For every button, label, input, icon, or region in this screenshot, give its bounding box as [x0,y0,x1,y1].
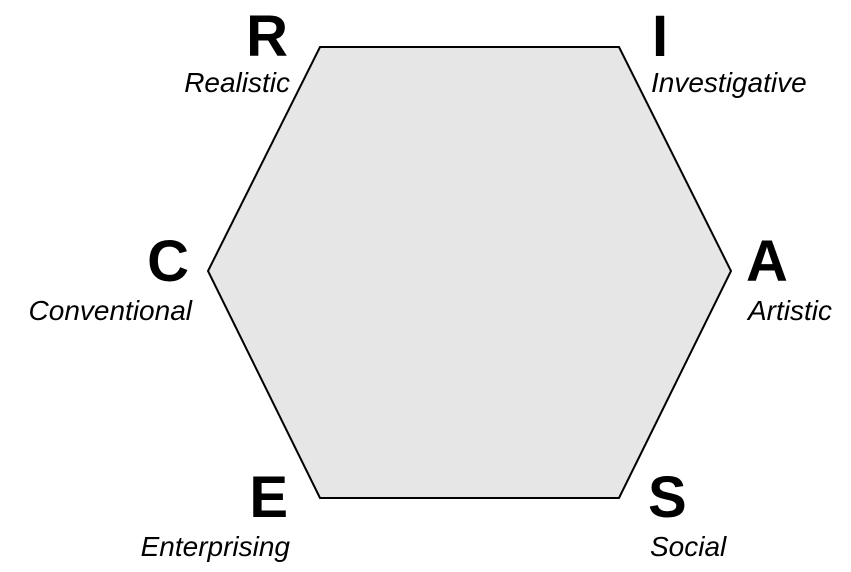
letter-c: C [147,229,189,294]
hexagon-shape [206,46,733,499]
node-investigative: I Investigative [651,8,841,103]
letter-e: E [249,465,288,530]
node-artistic: A Artistic [746,233,846,328]
label-artistic: Artistic [748,295,832,326]
letter-a: A [746,229,788,294]
letter-r: R [246,4,288,69]
node-social: S Social [648,469,768,564]
label-enterprising: Enterprising [140,531,290,562]
letter-s: S [648,465,687,530]
label-conventional: Conventional [28,295,192,326]
letter-i: I [652,4,669,69]
node-conventional: C Conventional [4,233,192,328]
label-investigative: Investigative [651,67,807,98]
label-realistic: Realistic [184,67,290,98]
node-enterprising: E Enterprising [110,469,290,564]
label-social: Social [650,531,727,562]
node-realistic: R Realistic [120,8,290,103]
